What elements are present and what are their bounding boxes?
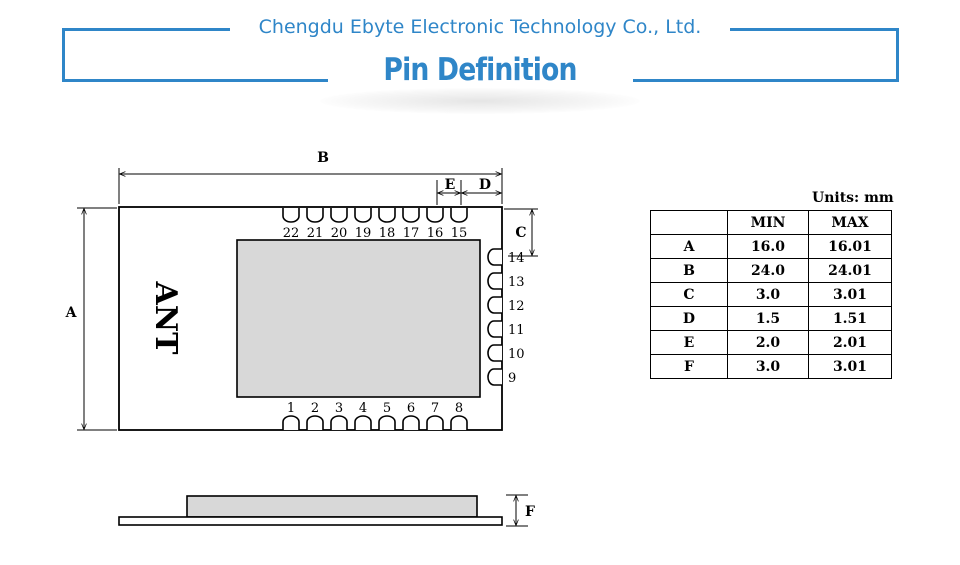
pad bbox=[306, 415, 324, 430]
pin-number: 5 bbox=[383, 401, 391, 416]
pad bbox=[426, 415, 444, 430]
pad bbox=[378, 208, 396, 223]
pin-number: 12 bbox=[508, 299, 525, 314]
pad bbox=[354, 415, 372, 430]
min-value: 3.0 bbox=[727, 282, 809, 307]
pad bbox=[426, 208, 444, 223]
bottom-pad-row: 1 2 3 4 5 6 7 8 bbox=[282, 401, 468, 430]
pad bbox=[487, 272, 502, 290]
row-label: E bbox=[650, 330, 728, 355]
min-value: 24.0 bbox=[727, 258, 809, 283]
dim-a-label: A bbox=[65, 305, 78, 321]
frame-bottom-right bbox=[633, 79, 899, 82]
pin-number: 3 bbox=[335, 401, 343, 416]
row-label: B bbox=[650, 258, 728, 283]
frame-top-left bbox=[62, 28, 234, 31]
max-value: 24.01 bbox=[808, 258, 892, 283]
dim-d-label: D bbox=[479, 177, 491, 193]
row-label: F bbox=[650, 354, 728, 379]
page-title: Pin Definition bbox=[383, 52, 577, 88]
pin-number: 17 bbox=[403, 226, 420, 241]
dim-c-label: C bbox=[515, 225, 526, 241]
pad bbox=[402, 415, 420, 430]
max-value: 1.51 bbox=[808, 306, 892, 331]
pin-number: 1 bbox=[287, 401, 295, 416]
max-value: 16.01 bbox=[808, 234, 892, 259]
frame-bottom-left bbox=[62, 79, 328, 82]
antenna-label: ANT bbox=[148, 280, 183, 355]
pin-number: 19 bbox=[355, 226, 372, 241]
dim-f-label: F bbox=[525, 504, 535, 520]
pin-number: 18 bbox=[379, 226, 396, 241]
pad bbox=[282, 208, 300, 223]
pin-number: 14 bbox=[508, 251, 525, 266]
pin-number: 6 bbox=[407, 401, 415, 416]
pad bbox=[354, 208, 372, 223]
header-cell: MAX bbox=[808, 210, 892, 235]
max-value: 3.01 bbox=[808, 282, 892, 307]
min-value: 1.5 bbox=[727, 306, 809, 331]
dim-e-label: E bbox=[445, 177, 456, 193]
row-label: C bbox=[650, 282, 728, 307]
row-label: D bbox=[650, 306, 728, 331]
pin-number: 4 bbox=[359, 401, 367, 416]
header-cell: MIN bbox=[727, 210, 809, 235]
side-view-can bbox=[186, 495, 478, 518]
min-value: 3.0 bbox=[727, 354, 809, 379]
frame-top-right bbox=[726, 28, 899, 31]
pad bbox=[487, 344, 502, 362]
row-label: A bbox=[650, 234, 728, 259]
frame-right bbox=[896, 28, 899, 82]
pad bbox=[378, 415, 396, 430]
table-header-row: MIN MAX bbox=[650, 210, 892, 235]
header-cell bbox=[650, 210, 728, 235]
pin-number: 15 bbox=[451, 226, 468, 241]
pad bbox=[330, 415, 348, 430]
pin-number: 9 bbox=[508, 371, 516, 386]
pad bbox=[487, 320, 502, 338]
pin-number: 7 bbox=[431, 401, 439, 416]
pad bbox=[487, 368, 502, 386]
units-label: Units: mm bbox=[812, 190, 894, 206]
pin-number: 22 bbox=[283, 226, 300, 241]
pad bbox=[487, 248, 502, 266]
side-view-pcb bbox=[118, 516, 503, 526]
title-shadow bbox=[320, 88, 640, 114]
pin-number: 11 bbox=[508, 323, 525, 338]
company-name: Chengdu Ebyte Electronic Technology Co.,… bbox=[230, 16, 730, 38]
pad bbox=[402, 208, 420, 223]
pin-number: 16 bbox=[427, 226, 444, 241]
pad bbox=[306, 208, 324, 223]
pad bbox=[282, 415, 300, 430]
pad bbox=[487, 296, 502, 314]
min-value: 16.0 bbox=[727, 234, 809, 259]
pin-number: 20 bbox=[331, 226, 348, 241]
pin-number: 13 bbox=[508, 275, 525, 290]
min-value: 2.0 bbox=[727, 330, 809, 355]
pin-number: 10 bbox=[508, 347, 525, 362]
max-value: 3.01 bbox=[808, 354, 892, 379]
frame-left bbox=[62, 28, 65, 82]
dim-b-label: B bbox=[317, 150, 329, 166]
side-pad-column: 14 13 12 11 10 9 bbox=[487, 248, 525, 386]
pin-number: 2 bbox=[311, 401, 319, 416]
pin-number: 21 bbox=[307, 226, 324, 241]
max-value: 2.01 bbox=[808, 330, 892, 355]
pin-number: 8 bbox=[455, 401, 463, 416]
pad bbox=[450, 208, 468, 223]
shield-can bbox=[236, 239, 481, 398]
pad bbox=[450, 415, 468, 430]
top-pad-row: 22 21 20 19 18 17 16 15 bbox=[282, 208, 468, 241]
pad bbox=[330, 208, 348, 223]
